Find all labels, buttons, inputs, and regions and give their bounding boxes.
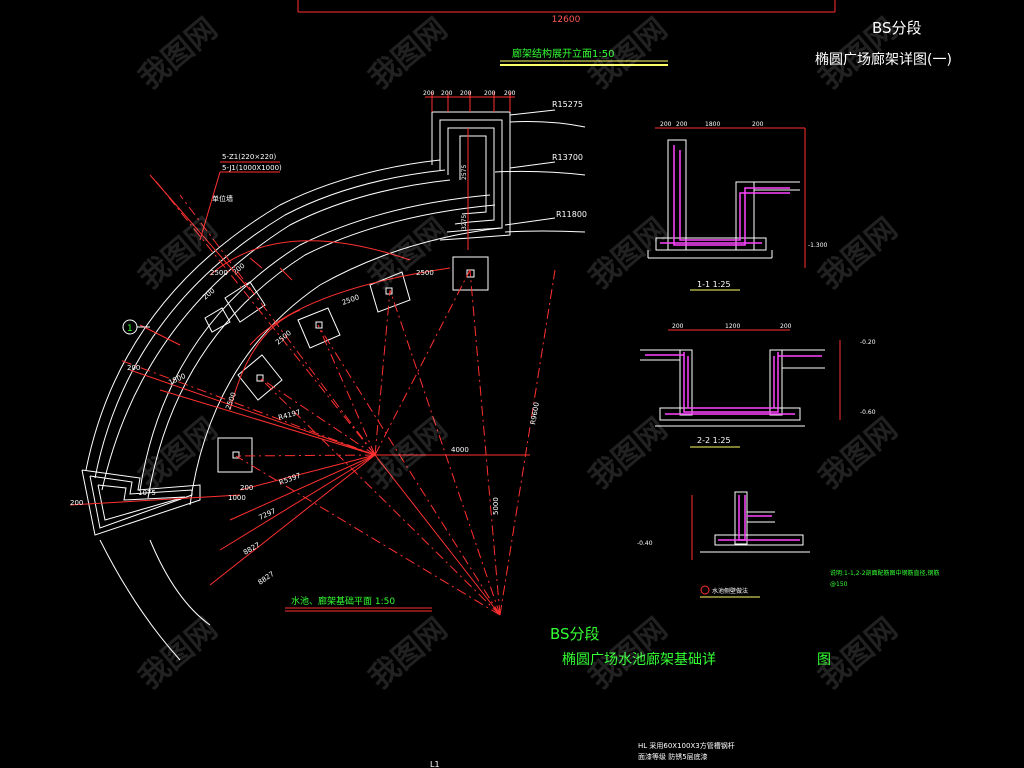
svg-text:200: 200 — [780, 323, 792, 330]
svg-text:1075: 1075 — [138, 489, 156, 497]
svg-text:我图网: 我图网 — [133, 211, 224, 296]
section-2-2: 200 1200 200 -0.20 -0.60 2-2 1:25 — [640, 323, 876, 448]
svg-text:200: 200 — [676, 121, 688, 128]
svg-text:200: 200 — [484, 90, 496, 97]
radius-label-1: R15275 — [552, 100, 583, 109]
elevation-title-underline — [500, 60, 668, 66]
svg-text:1500: 1500 — [167, 372, 187, 387]
svg-text:200: 200 — [460, 90, 472, 97]
title-section: BS分段 — [872, 19, 922, 37]
svg-text:我图网: 我图网 — [583, 211, 674, 296]
svg-text:200: 200 — [423, 90, 435, 97]
svg-text:2500: 2500 — [341, 293, 360, 307]
column-label-z1: 5-Z1(220×220) — [222, 153, 277, 161]
top-small-dim-text: 200 200 200 200 200 — [423, 90, 516, 97]
svg-text:1000: 1000 — [228, 494, 246, 502]
sheet-id: L1 — [430, 760, 440, 768]
svg-text:7297: 7297 — [257, 507, 277, 522]
bottom-note-2: 面漆等级 防锈5层底漆 — [638, 752, 708, 761]
svg-text:-0.20: -0.20 — [860, 339, 876, 346]
svg-text:200: 200 — [504, 90, 516, 97]
detail-label: 水池侧壁做法 — [712, 587, 748, 595]
northeast-end-block — [431, 111, 511, 241]
svg-text:8827: 8827 — [242, 541, 261, 557]
svg-text:200: 200 — [127, 364, 140, 372]
title-name: 椭圆广场廊架详图(一) — [815, 51, 952, 68]
svg-text:200: 200 — [441, 90, 453, 97]
svg-text:我图网: 我图网 — [363, 11, 454, 96]
svg-text:我图网: 我图网 — [363, 211, 454, 296]
svg-text:200: 200 — [660, 121, 672, 128]
section-1-1: 200 200 1800 200 -1.300 1-1 1:25 — [647, 121, 828, 291]
bottom-title-suffix: 图 — [817, 652, 831, 668]
svg-text:R4197: R4197 — [277, 408, 301, 422]
svg-text:我图网: 我图网 — [133, 411, 224, 496]
svg-text:2500: 2500 — [224, 391, 238, 410]
hatch-note: 单位墙 — [212, 194, 233, 203]
detail-note-1: 说明:1-1,2-2剖面配筋图中钢筋直径,钢筋 — [830, 569, 939, 577]
axis-marker — [122, 319, 150, 335]
svg-text:我图网: 我图网 — [813, 211, 904, 296]
svg-text:4000: 4000 — [451, 446, 469, 454]
corridor-wall-lines — [85, 159, 501, 661]
svg-text:200: 200 — [70, 499, 83, 507]
footings — [204, 256, 489, 473]
west-end-block — [81, 469, 201, 536]
bottom-note-1: HL 采用60X100X3方管槽钢杆 — [638, 741, 735, 750]
svg-text:我图网: 我图网 — [813, 411, 904, 496]
bottom-title-section: BS分段 — [550, 625, 600, 643]
svg-text:1200: 1200 — [725, 323, 740, 330]
vertical-dim-1: 2575 — [461, 165, 468, 180]
elevation-title: 廊架结构展开立面1:50 — [512, 47, 614, 60]
svg-text:我图网: 我图网 — [363, 411, 454, 496]
column-label-leaders — [149, 161, 280, 291]
radius-dimension-lines — [69, 240, 530, 616]
svg-text:我图网: 我图网 — [133, 611, 224, 696]
svg-text:-1.300: -1.300 — [808, 242, 828, 249]
svg-text:200: 200 — [672, 323, 684, 330]
section-1-label: 1-1 1:25 — [697, 280, 731, 289]
svg-text:我图网: 我图网 — [363, 611, 454, 696]
svg-text:8827: 8827 — [257, 570, 276, 587]
svg-text:200: 200 — [240, 484, 253, 492]
radial-axis-lines — [119, 179, 556, 616]
svg-text:200: 200 — [752, 121, 764, 128]
radius-label-2: R13700 — [552, 153, 583, 162]
plan-title-underline — [285, 607, 432, 612]
svg-text:我图网: 我图网 — [583, 411, 674, 496]
svg-text:2500: 2500 — [274, 329, 293, 347]
axis-marker-label: 1 — [127, 324, 133, 334]
top-frame — [297, 0, 836, 13]
detail-pool-wall: -0.40 水池侧壁做法 说明:1-1,2-2剖面配筋图中钢筋直径,钢筋 @15… — [637, 491, 939, 598]
svg-text:5000: 5000 — [492, 497, 500, 515]
vertical-dim-2: 3275 — [461, 215, 468, 230]
svg-text:1800: 1800 — [705, 121, 720, 128]
radius-label-3: R11800 — [556, 210, 587, 219]
svg-text:200: 200 — [201, 287, 216, 302]
svg-text:200: 200 — [231, 262, 246, 277]
plan-dimension-text: 2500 2500 2500 2500 2500 1500 200 200 40… — [70, 262, 541, 587]
svg-text:2500: 2500 — [210, 269, 228, 277]
svg-text:我图网: 我图网 — [133, 11, 224, 96]
svg-text:R5397: R5397 — [278, 472, 302, 487]
top-dimension: 12600 — [552, 15, 581, 25]
top-small-dims — [425, 92, 515, 112]
detail-level: -0.40 — [637, 540, 653, 547]
svg-text:-0.60: -0.60 — [860, 409, 876, 416]
column-label-j1: 5-J1(1000X1000) — [222, 164, 282, 172]
bottom-title-name: 椭圆广场水池廊架基础详 — [562, 651, 716, 668]
center-point-marks — [139, 257, 293, 346]
detail-note-2: @150 — [830, 581, 848, 588]
svg-text:R9600: R9600 — [529, 402, 541, 426]
plan-title: 水池、廊架基础平面 1:50 — [291, 595, 395, 607]
svg-text:2500: 2500 — [416, 269, 434, 277]
section-2-label: 2-2 1:25 — [697, 436, 731, 445]
radius-leaders — [494, 109, 586, 233]
